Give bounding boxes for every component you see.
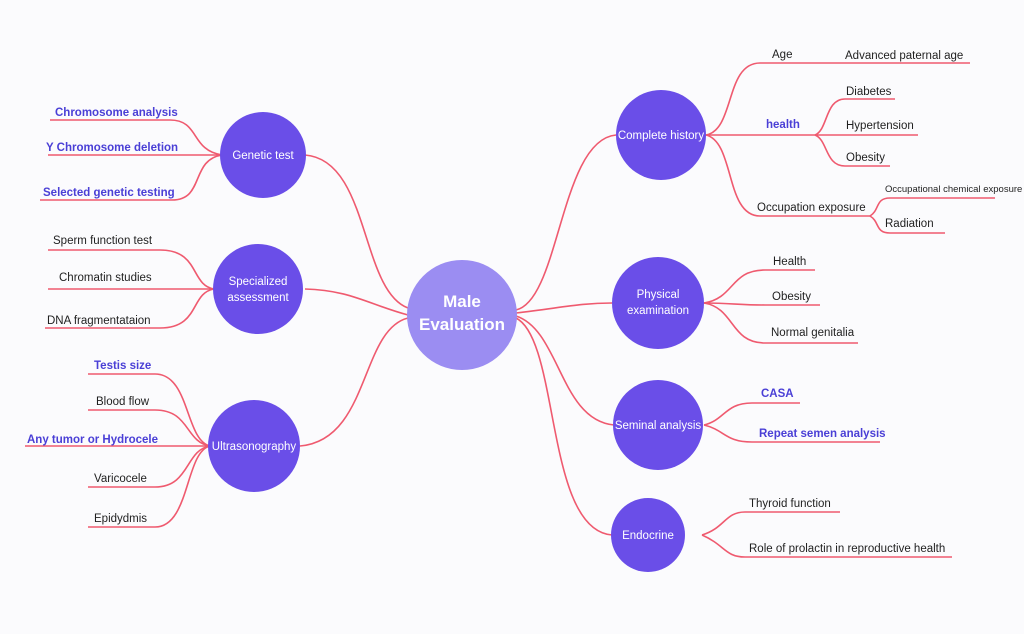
node-specialized-assessment: Specialized assessment <box>213 244 303 334</box>
link-ultra-4 <box>88 445 211 488</box>
node-label: Seminal analysis <box>615 420 702 432</box>
leaf-tumor-hydrocele: Any tumor or Hydrocele <box>27 434 158 446</box>
link-specialized-3 <box>45 288 215 329</box>
leaf-blood-flow: Blood flow <box>96 396 150 408</box>
leaf-y-chromosome-deletion: Y Chromosome deletion <box>46 142 178 154</box>
leaf-thyroid-function: Thyroid function <box>749 498 831 510</box>
leaf-role-of-prolactin: Role of prolactin in reproductive health <box>749 543 945 555</box>
leaf-occupation-exposure: Occupation exposure <box>757 202 866 214</box>
node-endocrine: Endocrine <box>611 498 685 572</box>
link-health-diabetes <box>814 98 895 136</box>
node-circle <box>612 257 704 349</box>
leaf-chromosome-analysis: Chromosome analysis <box>55 107 178 119</box>
leaves-seminal-analysis: CASA Repeat semen analysis <box>759 388 886 440</box>
leaf-age: Age <box>772 49 792 61</box>
node-complete-history: Complete history <box>616 90 706 180</box>
leaf-casa: CASA <box>761 388 794 400</box>
link-endocrine-1 <box>701 511 840 536</box>
leaves-physical-examination: Health Obesity Normal genitalia <box>771 256 855 339</box>
node-circle <box>208 400 300 492</box>
link-genetic-3 <box>40 154 223 201</box>
center-label-line-2: Evaluation <box>419 315 505 334</box>
node-circle <box>220 112 306 198</box>
link-center-specialized <box>304 288 409 316</box>
leaf-epidydmis: Epidydmis <box>94 513 147 525</box>
link-ultra-1 <box>88 373 211 447</box>
link-center-history <box>515 134 617 311</box>
leaves-genetic-test: Chromosome analysis Y Chromosome deletio… <box>43 107 178 199</box>
leaf-repeat-semen-analysis: Repeat semen analysis <box>759 428 886 440</box>
leaves-endocrine: Thyroid function Role of prolactin in re… <box>749 498 945 555</box>
link-center-physical <box>515 302 613 314</box>
link-center-seminal <box>515 315 615 426</box>
node-genetic-test: Genetic test <box>220 112 306 198</box>
node-label-line-2: examination <box>627 305 689 317</box>
leaf-occupational-chemical-exposure: Occupational chemical exposure <box>885 184 1022 195</box>
link-physical-1 <box>703 269 815 304</box>
node-label: Genetic test <box>232 150 294 162</box>
leaf-obesity-history: Obesity <box>846 152 885 164</box>
leaf-hypertension: Hypertension <box>846 120 914 132</box>
leaf-advanced-paternal-age: Advanced paternal age <box>845 50 963 62</box>
link-ultra-2 <box>88 409 211 447</box>
leaf-varicocele: Varicocele <box>94 473 147 485</box>
node-circle <box>613 380 703 470</box>
center-circle <box>407 260 517 370</box>
node-label-line-1: Physical <box>637 289 680 301</box>
link-seminal-2 <box>703 424 880 443</box>
leaves-specialized-assessment: Sperm function test Chromatin studies DN… <box>47 235 153 327</box>
link-seminal-1 <box>703 402 800 426</box>
node-seminal-analysis: Seminal analysis <box>613 380 703 470</box>
link-center-genetic <box>304 154 409 309</box>
link-occupation-radiation <box>869 215 945 234</box>
link-center-endocrine <box>515 317 613 536</box>
leaf-diabetes: Diabetes <box>846 86 892 98</box>
leaf-health: health <box>766 119 800 131</box>
node-physical-examination: Physical examination <box>612 257 704 349</box>
leaf-obesity-physical: Obesity <box>772 291 811 303</box>
leaves-ultrasonography: Testis size Blood flow Any tumor or Hydr… <box>27 360 158 525</box>
link-genetic-1 <box>50 119 223 156</box>
node-label-line-1: Specialized <box>229 276 288 288</box>
link-physical-3 <box>703 302 858 344</box>
leaf-normal-genitalia: Normal genitalia <box>771 327 855 339</box>
node-circle <box>611 498 685 572</box>
link-center-ultrasonography <box>299 317 409 447</box>
node-label: Endocrine <box>622 530 674 542</box>
leaf-chromatin-studies: Chromatin studies <box>59 272 152 284</box>
node-label: Ultrasonography <box>212 441 297 453</box>
node-circle <box>616 90 706 180</box>
center-label-line-1: Male <box>443 292 481 311</box>
leaf-dna-fragmentation: DNA fragmentataion <box>47 315 151 327</box>
node-label: Complete history <box>618 130 705 142</box>
link-ultra-5 <box>88 445 211 528</box>
node-circle <box>213 244 303 334</box>
leaf-health-physical: Health <box>773 256 806 268</box>
leaf-testis-size: Testis size <box>94 360 151 372</box>
leaves-complete-history: Age Advanced paternal age health Diabete… <box>757 49 1022 230</box>
leaf-radiation: Radiation <box>885 218 934 230</box>
connectors <box>25 62 995 558</box>
link-occupation-chemical <box>869 197 995 217</box>
link-specialized-1 <box>48 249 215 290</box>
node-ultrasonography: Ultrasonography <box>208 400 300 492</box>
link-history-occupation <box>705 134 870 217</box>
node-label-line-2: assessment <box>227 292 289 304</box>
link-health-obesity <box>814 134 890 167</box>
link-history-age <box>705 62 818 136</box>
center-node: Male Evaluation <box>407 260 517 370</box>
leaf-sperm-function-test: Sperm function test <box>53 235 153 247</box>
link-physical-2 <box>703 302 820 306</box>
link-endocrine-2 <box>701 534 952 558</box>
leaf-selected-genetic-testing: Selected genetic testing <box>43 187 175 199</box>
